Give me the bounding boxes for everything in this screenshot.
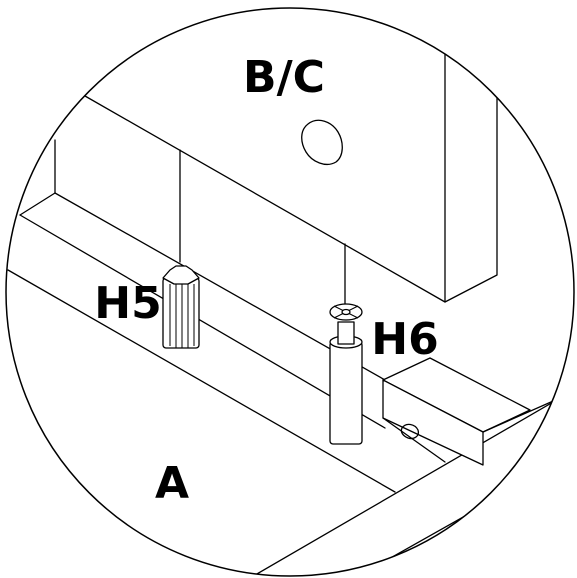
dowel-h5-label: H5 — [94, 278, 161, 329]
cam-hole — [301, 119, 343, 166]
cam-bolt-h6 — [329, 303, 363, 445]
panel-bc — [84, 39, 498, 313]
side-block — [382, 357, 561, 466]
cam-h6-label: H6 — [371, 314, 438, 365]
panel-bc-label: B/C — [243, 52, 325, 103]
block-hole-icon — [400, 423, 420, 440]
drawing-content: B/C A H5 H6 — [7, 39, 561, 576]
dowel-h5 — [162, 265, 200, 349]
panel-a-label: A — [155, 458, 189, 509]
magnifier-circle — [5, 7, 575, 577]
panel-a-edge — [7, 139, 561, 576]
